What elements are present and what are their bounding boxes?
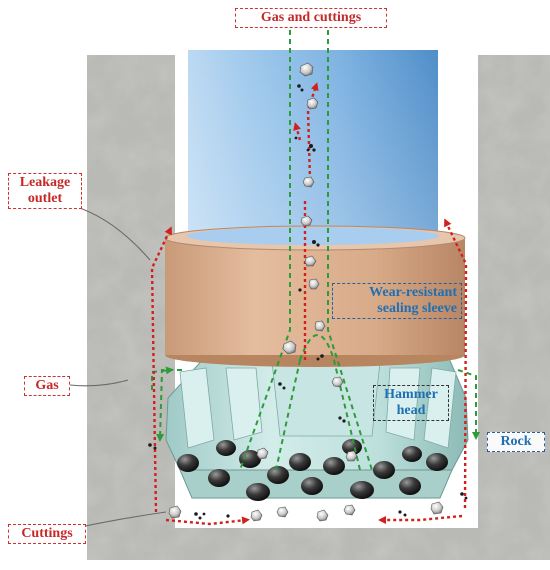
label-wear-sleeve-line2: sealing sleeve (377, 301, 457, 316)
label-gas-text: Gas (35, 378, 59, 393)
rock-wall-right (478, 55, 550, 560)
label-gas-and-cuttings: Gas and cuttings (235, 8, 387, 28)
label-gas-and-cuttings-text: Gas and cuttings (260, 10, 362, 25)
label-cuttings: Cuttings (8, 524, 86, 544)
hammer-flutes (179, 367, 457, 449)
cuttings-particles (168, 62, 444, 522)
label-leakage-outlet-line1: Leakage (19, 175, 71, 190)
label-leakage-outlet: Leakage outlet (8, 173, 82, 209)
rock-wall-left (87, 55, 175, 560)
cuttings-flow-lines (150, 82, 468, 526)
label-leakage-outlet-line2: outlet (27, 191, 63, 206)
label-wear-resistant-sealing-sleeve: Wear-resistant sealing sleeve (332, 283, 462, 319)
label-wear-sleeve-line1: Wear-resistant (369, 285, 457, 300)
rock-bottom (87, 528, 550, 560)
label-hammer-head-line2: head (396, 403, 426, 418)
hammer-head (165, 355, 469, 501)
label-rock: Rock (487, 432, 545, 452)
debris-dots (148, 84, 468, 520)
gas-flow-lines (151, 12, 480, 471)
label-hammer-head: Hammer head (373, 385, 449, 421)
label-cuttings-text: Cuttings (21, 526, 73, 541)
carbide-buttons (177, 439, 448, 501)
label-hammer-head-line1: Hammer (384, 387, 438, 402)
label-gas: Gas (24, 376, 70, 396)
label-rock-text: Rock (500, 434, 532, 449)
